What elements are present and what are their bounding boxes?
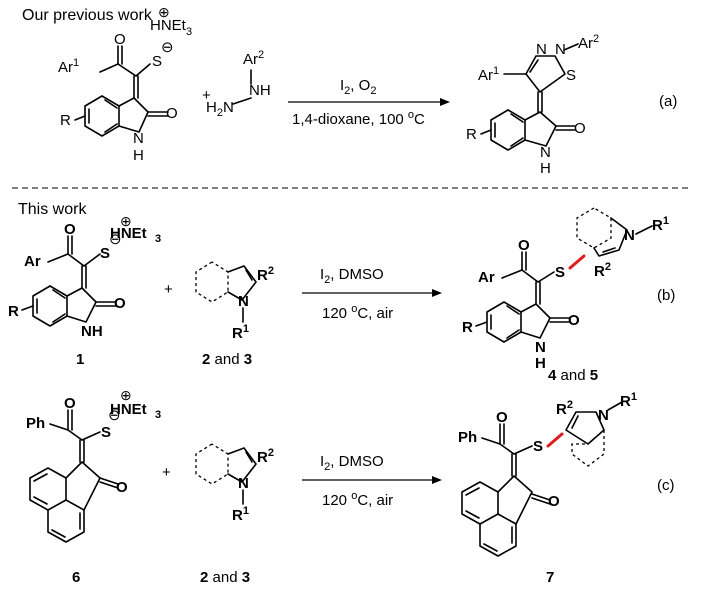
svg-text:O: O [116, 479, 128, 496]
svg-text:3: 3 [186, 26, 192, 38]
svg-text:N: N [535, 339, 546, 356]
svg-text:R1: R1 [232, 323, 249, 342]
product-4-and-5: O Ar O N H R S N R1 R2 [462, 207, 669, 372]
svg-text:H: H [133, 147, 144, 164]
conditions-c-temperature: 120 oC, air [322, 490, 393, 509]
product-7: O Ph O S N R1 R2 [458, 391, 637, 557]
svg-text:S: S [555, 264, 565, 281]
svg-text:R1: R1 [620, 391, 637, 410]
svg-text:NH: NH [81, 323, 103, 340]
svg-text:Ar2: Ar2 [578, 33, 599, 52]
svg-text:H: H [540, 160, 551, 177]
compound-label-7: 7 [546, 569, 554, 586]
svg-text:R1: R1 [652, 215, 669, 234]
arrow-c [302, 476, 442, 484]
svg-text:R1: R1 [232, 505, 249, 524]
compound-label-2-and-3-c: 2 and 3 [200, 569, 250, 586]
svg-text:HNEt: HNEt [150, 17, 187, 34]
svg-text:O: O [496, 409, 508, 426]
svg-text:O: O [114, 31, 126, 48]
plus-sign-b: + [164, 281, 173, 298]
svg-text:S: S [101, 424, 111, 441]
reactant-1: O S ⊖ O NH R Ar HNEt 3 ⊕ [8, 213, 161, 340]
svg-text:R: R [466, 126, 477, 143]
svg-text:S: S [100, 245, 110, 262]
svg-text:Ar1: Ar1 [478, 65, 499, 84]
arrow-b [302, 289, 442, 297]
compound-label-6: 6 [72, 569, 80, 586]
svg-text:HNEt: HNEt [110, 401, 147, 418]
svg-text:R2: R2 [257, 265, 274, 284]
svg-text:R: R [462, 319, 473, 336]
row-tag-b: (b) [657, 287, 675, 304]
svg-text:N: N [238, 293, 249, 310]
svg-text:⊖: ⊖ [161, 39, 174, 56]
plus-sign-a: + [202, 87, 211, 104]
svg-text:Ar: Ar [478, 269, 495, 286]
conditions-c-reagents: I2, DMSO [320, 453, 384, 473]
svg-text:Ph: Ph [458, 429, 477, 446]
reactant-thioenolate-a: O S ⊖ O N H R Ar1 HNEt 3 ⊕ [58, 4, 192, 164]
svg-text:N: N [555, 41, 566, 58]
reactant-6: O Ph S ⊖ O HNEt 3 ⊕ [26, 387, 161, 543]
heading-this-work: This work [18, 201, 87, 218]
heading-previous-work: Our previous work [22, 7, 153, 24]
reactant-indole-b: R2 N R1 [195, 261, 274, 342]
row-tag-c: (c) [657, 477, 675, 494]
svg-text:⊖: ⊖ [109, 231, 122, 248]
conditions-b-reagents: I2, DMSO [320, 266, 384, 286]
conditions-a-reagents: I2, O2 [340, 77, 376, 97]
svg-text:Ph: Ph [26, 415, 45, 432]
svg-text:R: R [60, 112, 71, 129]
svg-text:R2: R2 [556, 399, 573, 418]
compound-label-4-and-5: 4 and 5 [548, 367, 598, 384]
svg-text:O: O [568, 312, 580, 329]
reactant-indole-c: R2 N R1 [195, 443, 274, 524]
conditions-a-solvent: 1,4-dioxane, 100 oC [292, 109, 425, 128]
conditions-b-temperature: 120 oC, air [322, 303, 393, 322]
svg-text:O: O [548, 493, 560, 510]
svg-text:H: H [535, 355, 546, 372]
plus-sign-c: + [162, 464, 171, 481]
svg-text:S: S [533, 438, 543, 455]
svg-text:N: N [238, 475, 249, 492]
svg-text:R2: R2 [594, 261, 611, 280]
svg-text:R2: R2 [257, 447, 274, 466]
svg-text:H2N: H2N [206, 99, 234, 119]
svg-text:O: O [574, 120, 586, 137]
svg-text:N: N [536, 41, 547, 58]
svg-text:⊕: ⊕ [120, 387, 132, 403]
svg-text:Ar1: Ar1 [58, 57, 79, 76]
svg-text:O: O [166, 105, 178, 122]
svg-text:⊖: ⊖ [108, 407, 121, 424]
svg-text:S: S [152, 53, 162, 70]
compound-label-2-and-3-b: 2 and 3 [202, 351, 252, 368]
reactant-hydrazine: Ar2 NH H2N [206, 49, 271, 119]
svg-text:N: N [624, 227, 635, 244]
svg-text:N: N [598, 407, 609, 424]
svg-text:⊕: ⊕ [158, 4, 170, 20]
svg-text:HNEt: HNEt [110, 225, 147, 242]
svg-text:S: S [566, 67, 576, 84]
svg-text:3: 3 [155, 409, 161, 421]
svg-text:O: O [64, 395, 76, 412]
product-thiadiazole: N N Ar2 S Ar1 O N H R [466, 33, 599, 177]
svg-text:N: N [133, 130, 144, 147]
row-tag-a: (a) [659, 93, 677, 110]
svg-text:NH: NH [249, 82, 271, 99]
arrow-a [288, 98, 450, 106]
svg-text:⊕: ⊕ [120, 213, 132, 229]
svg-text:N: N [540, 144, 551, 161]
svg-text:O: O [64, 221, 76, 238]
compound-label-1: 1 [76, 351, 84, 368]
svg-text:Ar2: Ar2 [243, 49, 264, 68]
svg-text:R: R [8, 303, 19, 320]
svg-text:O: O [518, 237, 530, 254]
svg-text:Ar: Ar [24, 253, 41, 270]
svg-text:O: O [114, 295, 126, 312]
svg-text:3: 3 [155, 233, 161, 245]
